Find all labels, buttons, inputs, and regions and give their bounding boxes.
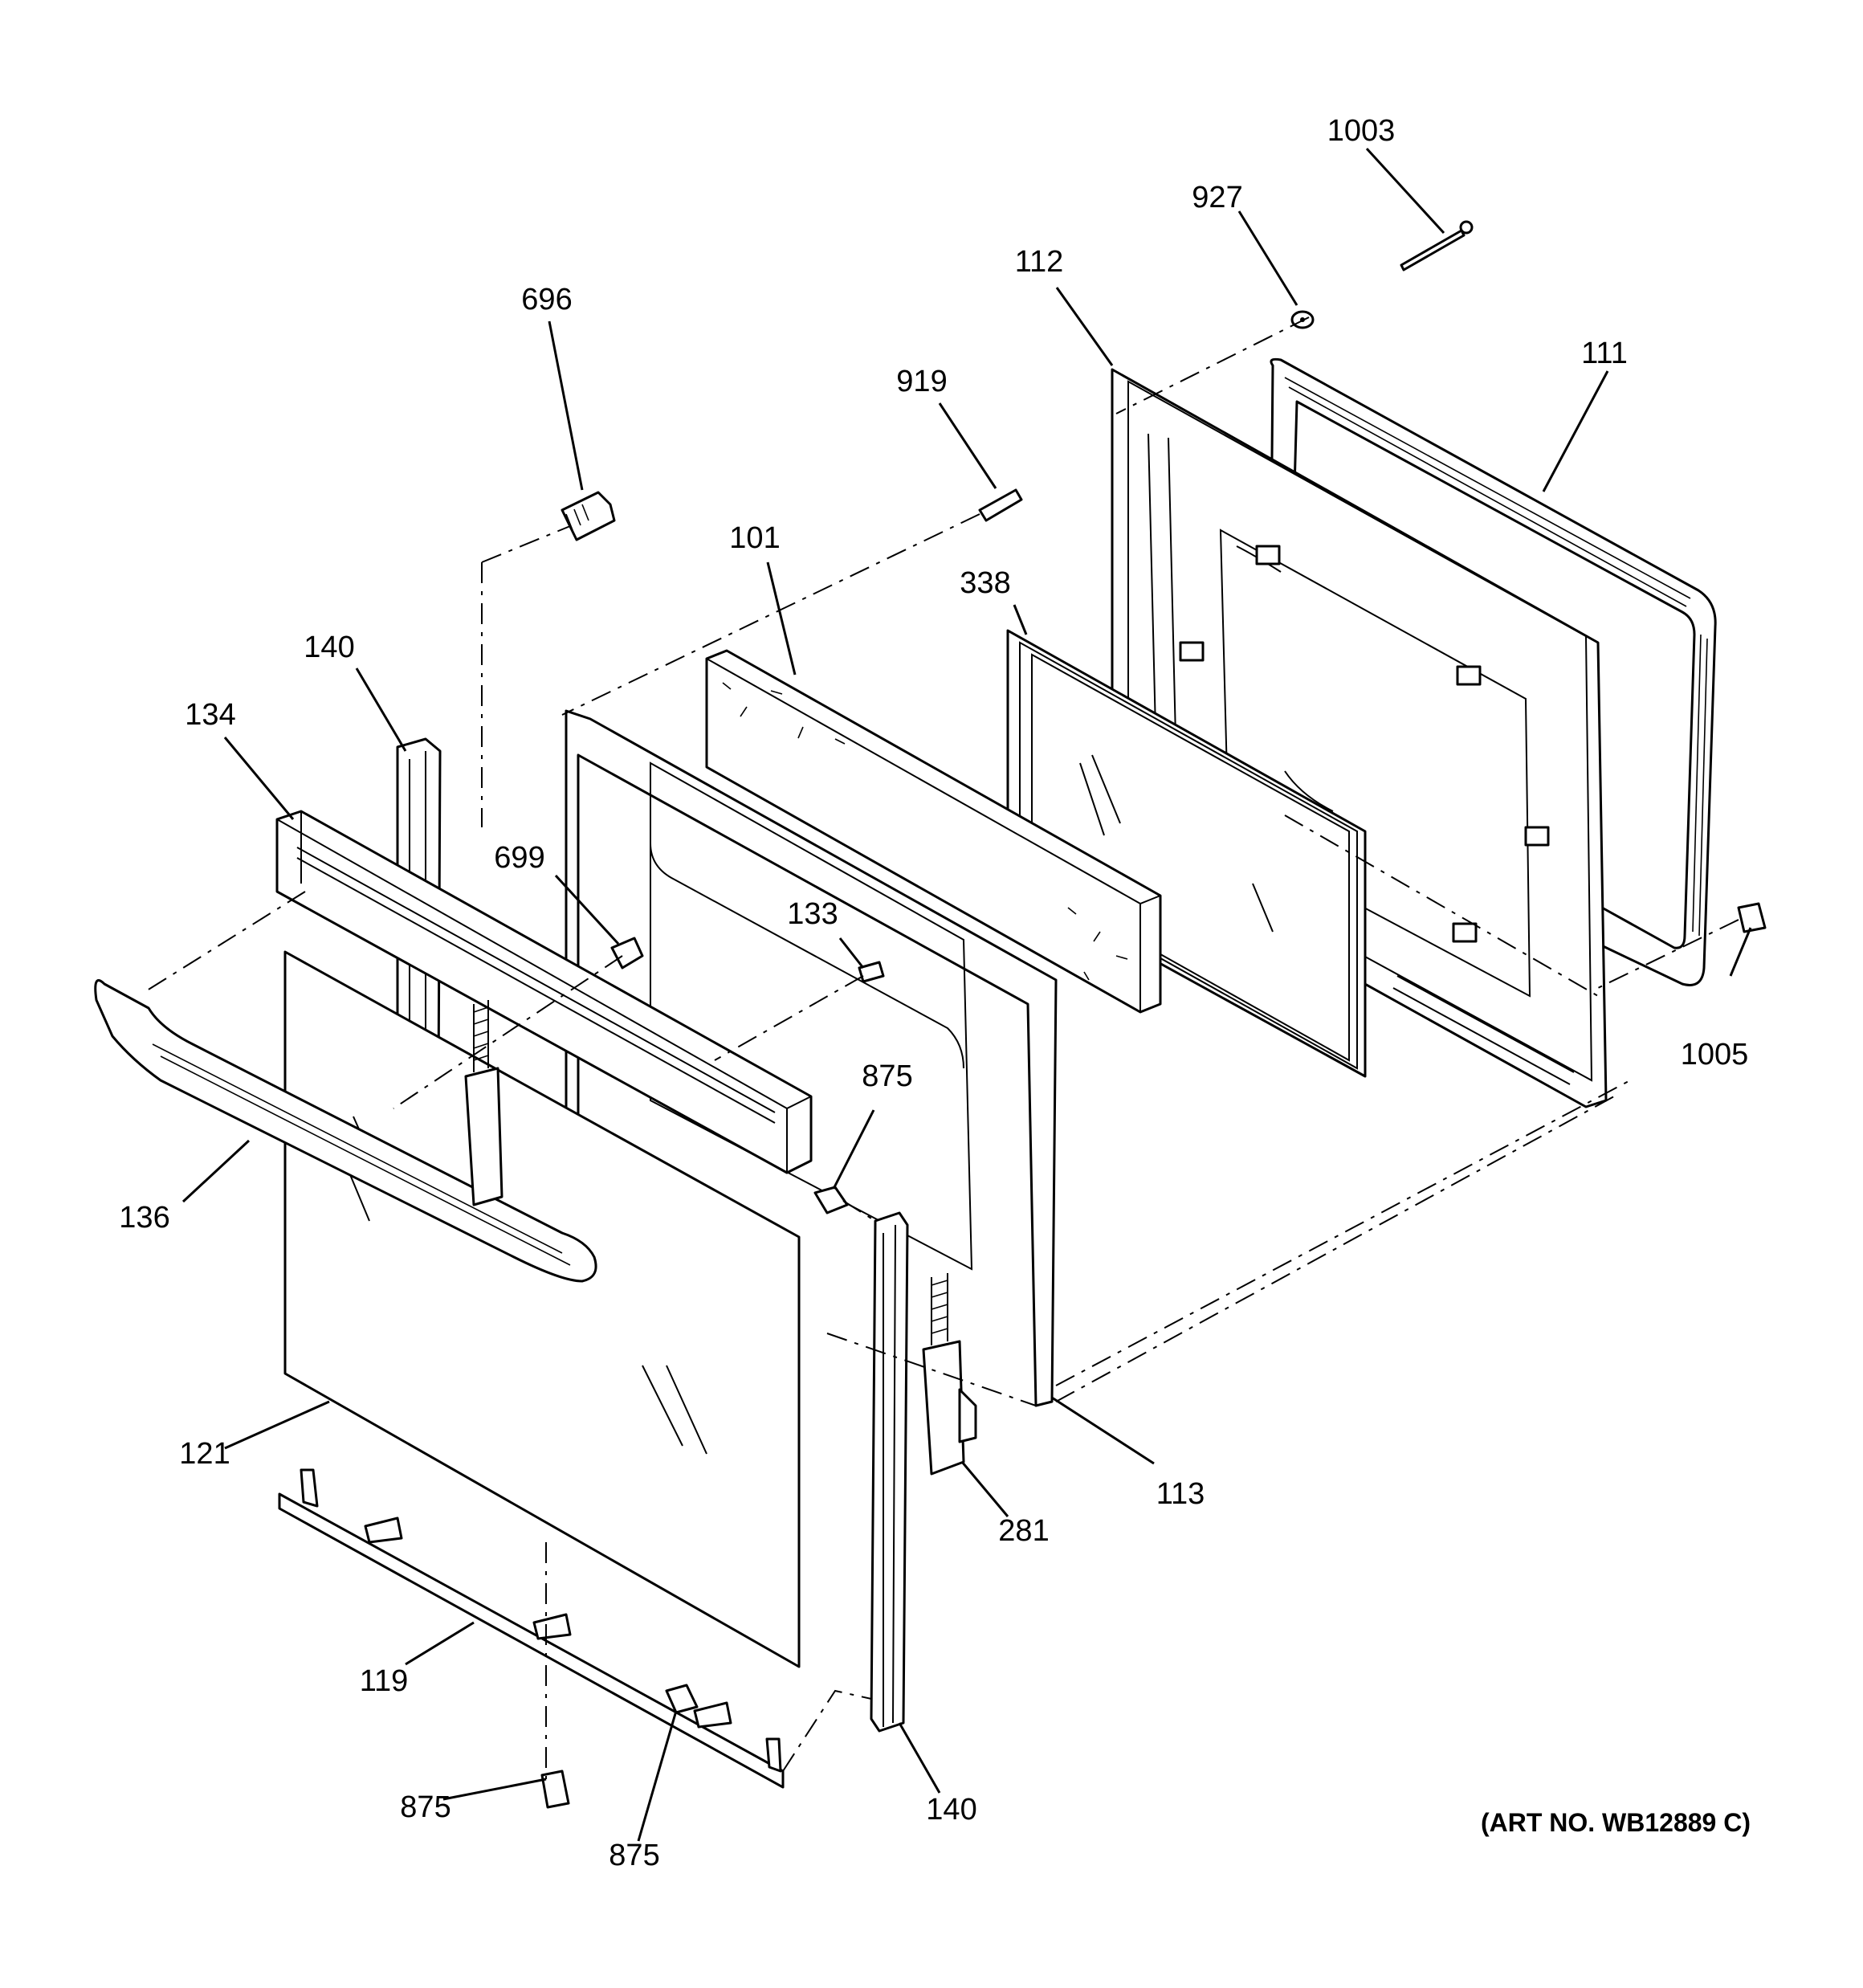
screw-1003 [1400, 220, 1474, 271]
callout-927: 927 [1192, 181, 1242, 214]
bracket-133 [858, 961, 885, 983]
part-111-gasket [1267, 357, 1717, 986]
callout-338: 338 [960, 566, 1010, 600]
callout-labels: 1003 927 112 111 696 919 101 338 140 134… [119, 114, 1748, 1872]
part-119-bottom-trim [278, 1468, 785, 1789]
screw-699 [610, 937, 644, 970]
part-140-channel-right [870, 1211, 909, 1733]
callout-1005: 1005 [1681, 1038, 1749, 1072]
art-number: (ART NO. WB12889 C) [1481, 1808, 1751, 1837]
screw-1005 [1737, 902, 1767, 933]
callout-111: 111 [1581, 337, 1628, 370]
callout-699: 699 [494, 841, 544, 875]
part-hinge-left [464, 1000, 503, 1206]
callout-696: 696 [521, 283, 572, 316]
callout-133: 133 [787, 897, 838, 931]
callout-875-left: 875 [400, 1790, 450, 1824]
screw-875-bottom [665, 1684, 699, 1714]
callout-112: 112 [1015, 245, 1064, 279]
callout-101: 101 [729, 521, 780, 555]
callout-919: 919 [896, 365, 947, 398]
callout-875-mid: 875 [862, 1059, 912, 1093]
callout-1003: 1003 [1327, 114, 1396, 148]
callout-136: 136 [119, 1201, 169, 1235]
part-338-inner-glass [1006, 629, 1367, 1078]
callout-140-bottom: 140 [926, 1793, 976, 1827]
screw-875-mid [813, 1186, 849, 1214]
screw-696 [561, 491, 616, 541]
part-134-top-trim [275, 810, 813, 1174]
callout-121: 121 [179, 1437, 230, 1471]
callout-875-bottom: 875 [609, 1839, 659, 1872]
callout-281: 281 [998, 1514, 1049, 1548]
part-281-hinge [922, 1273, 977, 1476]
assembly-lines [144, 316, 1739, 1779]
callout-134: 134 [185, 698, 235, 732]
leader-lines [181, 147, 1752, 1842]
callout-113: 113 [1156, 1477, 1205, 1511]
clip-919 [978, 488, 1023, 522]
callout-119: 119 [360, 1664, 409, 1698]
callout-140-top: 140 [304, 631, 354, 664]
part-101-insulation [705, 649, 1162, 1014]
screw-875-left [540, 1770, 570, 1809]
part-136-handle [94, 979, 597, 1283]
